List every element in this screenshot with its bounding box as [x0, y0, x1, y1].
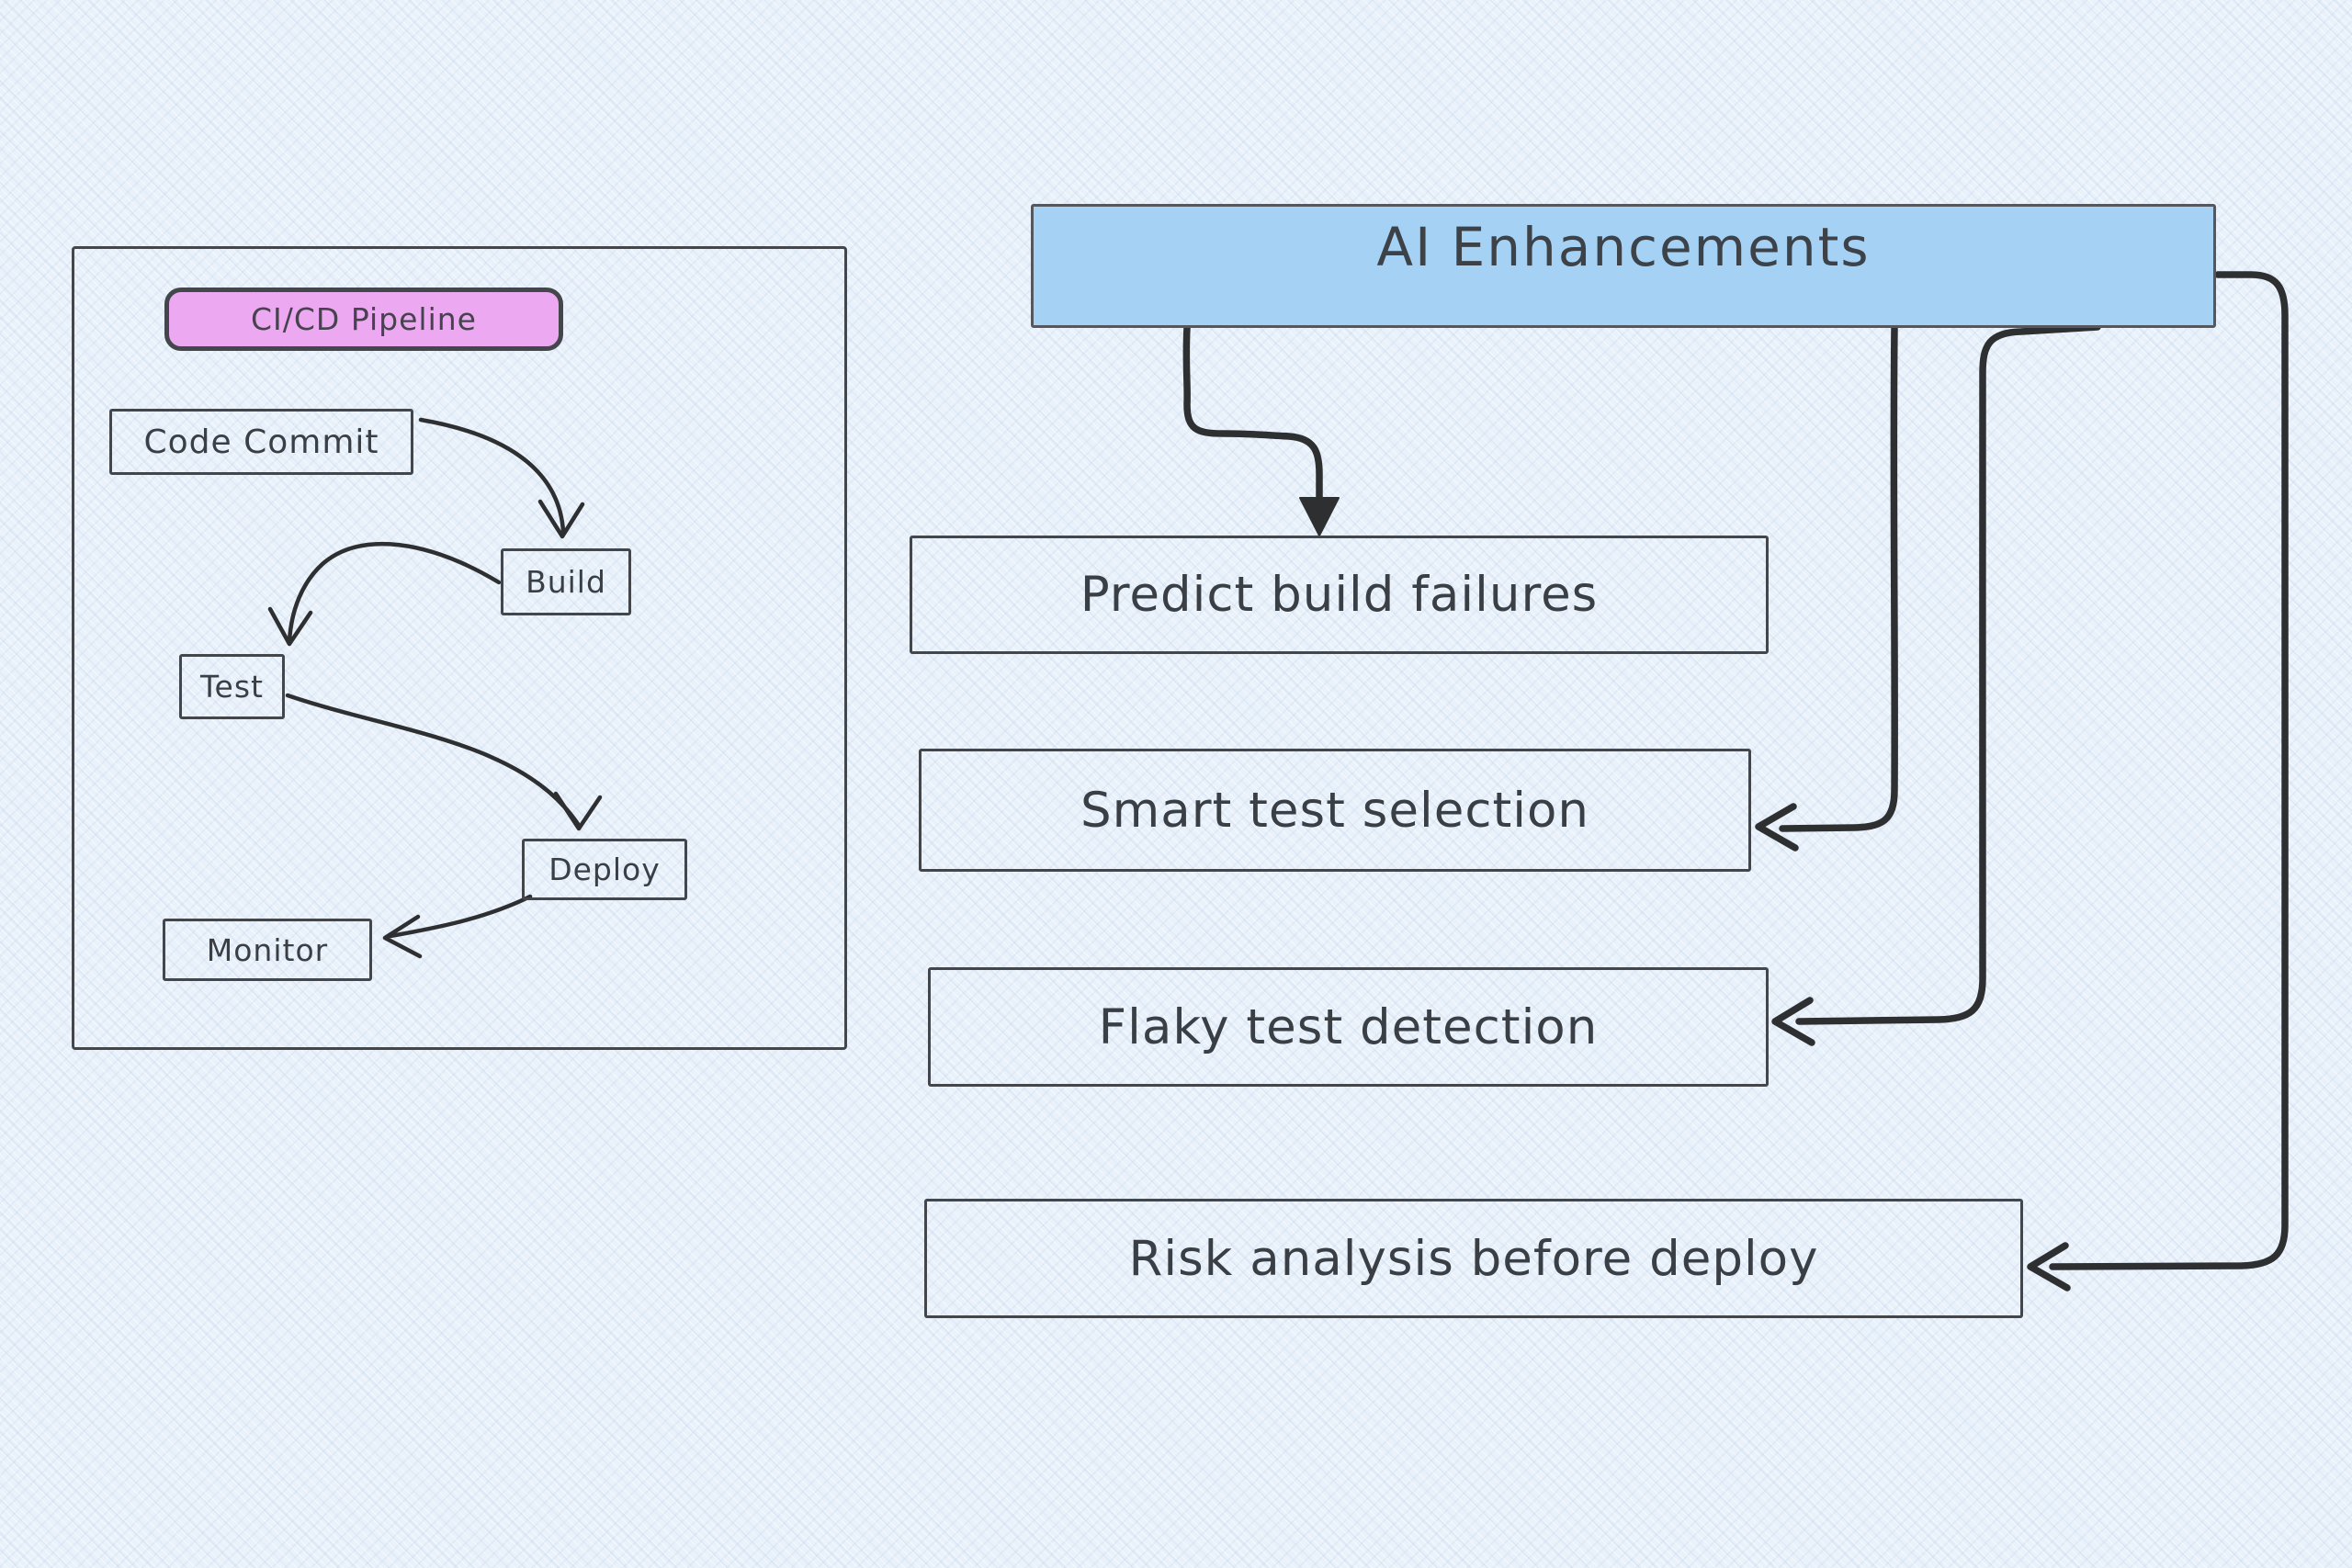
node-smart-test-selection[interactable]: Smart test selection — [919, 749, 1751, 872]
node-predict-build-failures[interactable]: Predict build failures — [910, 536, 1769, 654]
node-code-commit[interactable]: Code Commit — [109, 409, 413, 475]
pipeline-group-label[interactable]: CI/CD Pipeline — [164, 288, 563, 351]
edge-ai-to-smart-arrowhead — [1755, 803, 1799, 852]
edge-ai-to-risk-arrowhead — [2027, 1242, 2071, 1292]
edge-ai-to-smart — [1779, 324, 1898, 832]
node-ai-enhancements-title[interactable]: AI Enhancements — [1031, 204, 2216, 328]
node-risk-analysis-before-deploy[interactable]: Risk analysis before deploy — [924, 1199, 2023, 1318]
edge-ai-to-risk — [2049, 271, 2290, 1270]
edge-ai-to-predict — [1182, 324, 1323, 504]
node-flaky-test-detection[interactable]: Flaky test detection — [928, 967, 1769, 1087]
edge-ai-to-flaky-arrowhead — [1771, 997, 1815, 1046]
edge-ai-to-predict-arrowhead — [1299, 497, 1340, 536]
pipeline-group-frame — [72, 246, 847, 1050]
edge-ai-to-flaky — [1795, 323, 2101, 1025]
node-deploy[interactable]: Deploy — [522, 839, 687, 900]
node-test[interactable]: Test — [179, 654, 285, 719]
node-monitor[interactable]: Monitor — [163, 919, 372, 981]
node-build[interactable]: Build — [501, 548, 631, 615]
